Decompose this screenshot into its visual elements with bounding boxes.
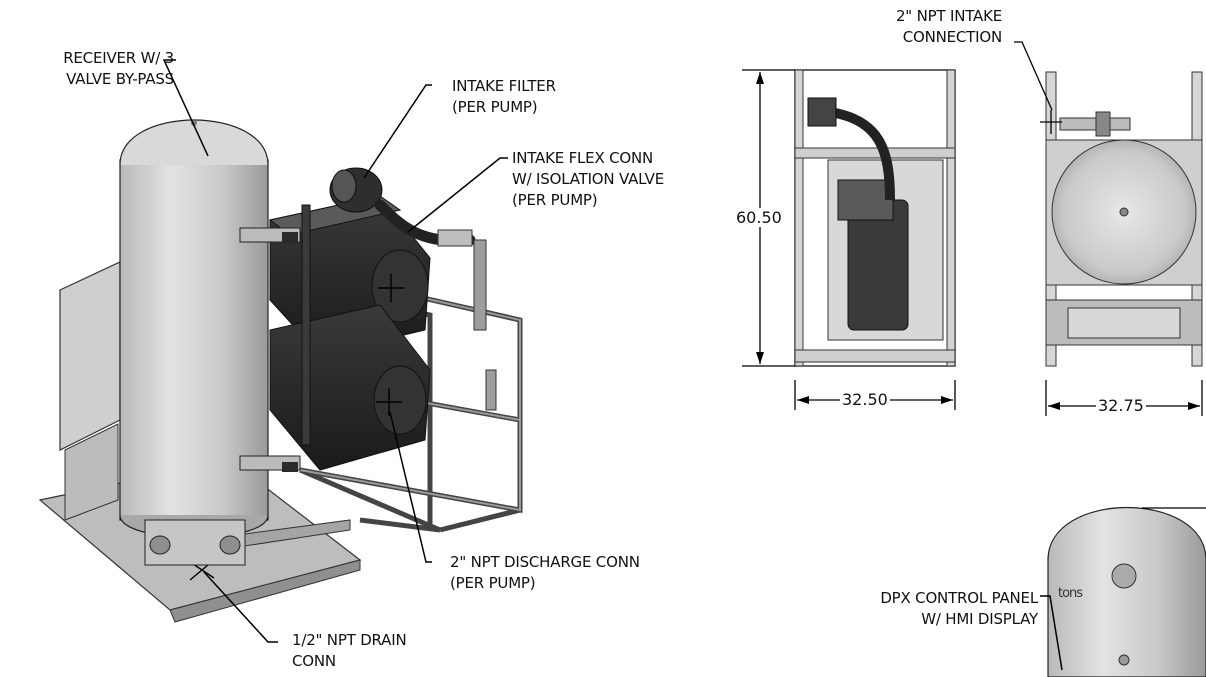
control-box-stand	[64, 423, 119, 521]
skirt-hole	[149, 535, 171, 555]
callout-line: DPX CONTROL PANEL	[880, 589, 1038, 607]
callout-line: 1/2" NPT DRAIN	[292, 631, 407, 649]
front-cross-rail	[794, 349, 956, 363]
lower-pump-motor-end	[373, 365, 427, 435]
callout-line: (PER PUMP)	[450, 574, 536, 592]
callout-intake-filter: INTAKE FILTER (PER PUMP)	[452, 76, 556, 118]
dimension-arrows	[756, 72, 953, 404]
callout-line: W/ HMI DISPLAY	[921, 610, 1038, 628]
leader-lines	[162, 59, 508, 643]
detail-tank-port	[1111, 563, 1137, 589]
upper-pump-motor-end	[371, 249, 429, 323]
intake-filter-cap	[331, 169, 357, 203]
callout-intake-flex: INTAKE FLEX CONN W/ ISOLATION VALVE (PER…	[512, 148, 664, 211]
dimension-front-width: 32.50	[840, 390, 890, 409]
callout-receiver: RECEIVER W/ 3 VALVE BY-PASS	[4, 48, 174, 90]
side-intake-valve	[1095, 111, 1111, 137]
callout-line: (PER PUMP)	[512, 191, 598, 209]
callout-line: (PER PUMP)	[452, 98, 538, 116]
callout-line: CONNECTION	[902, 28, 1002, 46]
riser-pipe	[485, 369, 497, 411]
front-pump-head	[837, 179, 894, 221]
callout-line: VALVE BY-PASS	[66, 70, 174, 88]
hose-fitting	[437, 229, 473, 247]
leader-lines	[1040, 595, 1063, 671]
dimension-arrows	[1048, 402, 1200, 410]
front-flex-hose	[829, 107, 895, 201]
front-frame-post	[946, 69, 956, 367]
side-view	[1014, 41, 1203, 416]
detail-tank-port	[1118, 654, 1130, 666]
riser-pipe	[473, 239, 487, 331]
dimension-height: 60.50	[734, 208, 784, 227]
callout-line: 2" NPT INTAKE	[895, 7, 1002, 25]
callout-line: W/ ISOLATION VALVE	[512, 170, 664, 188]
valve-handle	[282, 462, 298, 472]
isometric-view	[38, 59, 523, 643]
valve-handle	[282, 232, 298, 242]
detail-view	[1040, 506, 1206, 677]
callout-line: 2" NPT DISCHARGE CONN	[450, 553, 640, 571]
dimension-side-width: 32.75	[1096, 396, 1146, 415]
front-view	[742, 69, 956, 410]
front-intake-filter	[807, 97, 837, 127]
callout-intake-connection: 2" NPT INTAKE CONNECTION	[842, 6, 1002, 48]
base-skid-rail	[169, 559, 361, 623]
detail-tank	[1047, 506, 1206, 677]
callout-line: CONN	[292, 652, 336, 670]
side-tank-port	[1119, 207, 1129, 217]
control-box	[59, 261, 121, 451]
side-intake-pipe	[1059, 117, 1131, 131]
front-cross-rail	[794, 147, 956, 159]
side-base-window	[1067, 307, 1181, 339]
callout-discharge: 2" NPT DISCHARGE CONN (PER PUMP)	[450, 552, 640, 594]
callout-control-panel: DPX CONTROL PANEL W/ HMI DISPLAY	[818, 588, 1038, 630]
riser-pipe	[301, 204, 311, 446]
front-frame-post	[794, 69, 804, 367]
callout-drain: 1/2" NPT DRAIN CONN	[292, 630, 407, 672]
callout-line: RECEIVER W/ 3	[63, 49, 174, 67]
side-crosshair	[1040, 110, 1062, 134]
tank-stamp-text: tons	[1058, 586, 1083, 601]
callout-line: INTAKE FLEX CONN	[512, 149, 654, 167]
skirt-hole	[219, 535, 241, 555]
callout-line: INTAKE FILTER	[452, 77, 556, 95]
